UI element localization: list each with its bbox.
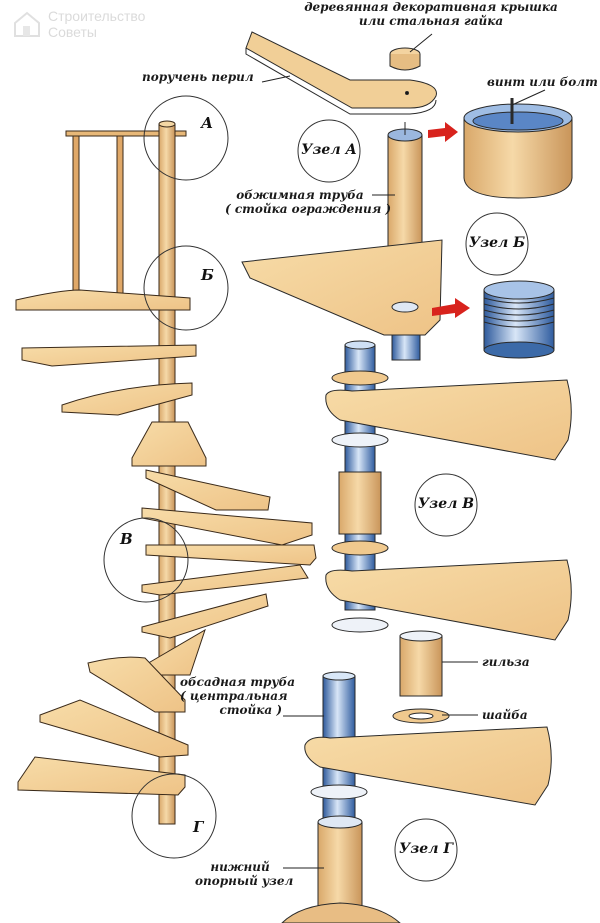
node-label-g: Узел Г bbox=[399, 841, 453, 857]
tread bbox=[61, 382, 193, 416]
tread bbox=[141, 564, 309, 596]
tread bbox=[141, 507, 313, 546]
label-casing-tube-line-3: стойка ) bbox=[219, 703, 282, 717]
sleeve bbox=[338, 471, 382, 535]
watermark-line-2: Советы bbox=[48, 24, 97, 40]
tread bbox=[131, 421, 207, 467]
marker-letter-b: Б bbox=[201, 266, 214, 284]
tread bbox=[21, 344, 197, 367]
label-cap: деревянная декоративная крышка или сталь… bbox=[296, 0, 566, 28]
arrow-icon bbox=[428, 122, 458, 142]
washer bbox=[331, 540, 389, 556]
tread bbox=[39, 699, 189, 758]
clamp-tube bbox=[387, 134, 423, 261]
label-bottom-support-line-2: опорный узел bbox=[195, 874, 294, 888]
node-label-a: Узел А bbox=[301, 142, 357, 158]
label-handrail: поручень перил bbox=[142, 70, 254, 84]
label-screw: винт или болт bbox=[487, 75, 598, 89]
tread-g bbox=[304, 726, 552, 806]
arrow-icon bbox=[432, 298, 470, 318]
house-icon bbox=[14, 11, 40, 37]
label-clamp-tube-line-2: ( стойка ограждения ) bbox=[225, 202, 392, 216]
sleeve-part bbox=[399, 635, 443, 697]
marker-circle-a bbox=[143, 95, 229, 181]
railing-top-bar bbox=[65, 130, 187, 137]
label-sleeve: гильза bbox=[482, 655, 530, 669]
baluster bbox=[116, 135, 124, 297]
node-circles bbox=[297, 119, 529, 882]
watermark: Строительство Советы bbox=[12, 8, 145, 40]
watermark-line-1: Строительство bbox=[48, 8, 146, 24]
washer bbox=[331, 617, 389, 633]
washer bbox=[310, 784, 368, 800]
exploded-view bbox=[241, 31, 573, 923]
stair-markers bbox=[103, 95, 229, 859]
label-casing-tube-line-2: ( центральная bbox=[180, 689, 288, 703]
marker-letter-g: Г bbox=[193, 818, 204, 836]
top-tread bbox=[241, 239, 443, 336]
marker-circle-b bbox=[143, 245, 229, 331]
label-cap-line-1: деревянная декоративная крышка bbox=[304, 0, 558, 14]
label-clamp-tube-line-1: обжимная труба bbox=[236, 188, 364, 202]
handrail-part bbox=[245, 31, 437, 109]
baluster bbox=[72, 135, 80, 297]
tread bbox=[87, 656, 186, 713]
leader-lines bbox=[261, 33, 546, 869]
label-bottom-support: нижний опорный узел bbox=[195, 860, 294, 888]
label-washer: шайба bbox=[482, 708, 528, 722]
tread-v-lower bbox=[325, 559, 572, 641]
marker-letter-v: В bbox=[120, 530, 133, 548]
landing bbox=[15, 289, 191, 311]
tread bbox=[145, 544, 317, 566]
label-clamp-tube: обжимная труба ( стойка ограждения ) bbox=[225, 188, 392, 216]
washer bbox=[331, 370, 389, 386]
marker-letter-a: А bbox=[201, 114, 214, 132]
marker-circle-v bbox=[103, 517, 189, 603]
tread bbox=[141, 593, 269, 639]
tread bbox=[145, 469, 271, 511]
washer bbox=[331, 432, 389, 448]
tread bbox=[17, 756, 186, 796]
tread-v-upper bbox=[325, 379, 572, 461]
label-casing-tube: обсадная труба ( центральная стойка ) bbox=[180, 675, 296, 717]
marker-circle-g bbox=[131, 773, 217, 859]
label-casing-tube-line-1: обсадная труба bbox=[180, 675, 296, 689]
node-label-b: Узел Б bbox=[468, 235, 526, 251]
label-bottom-support-line-1: нижний bbox=[210, 860, 270, 874]
node-label-v: Узел В bbox=[417, 496, 475, 512]
assembled-staircase bbox=[15, 120, 317, 825]
label-cap-line-2: или стальная гайка bbox=[358, 14, 504, 28]
threaded-bushing bbox=[483, 289, 555, 351]
